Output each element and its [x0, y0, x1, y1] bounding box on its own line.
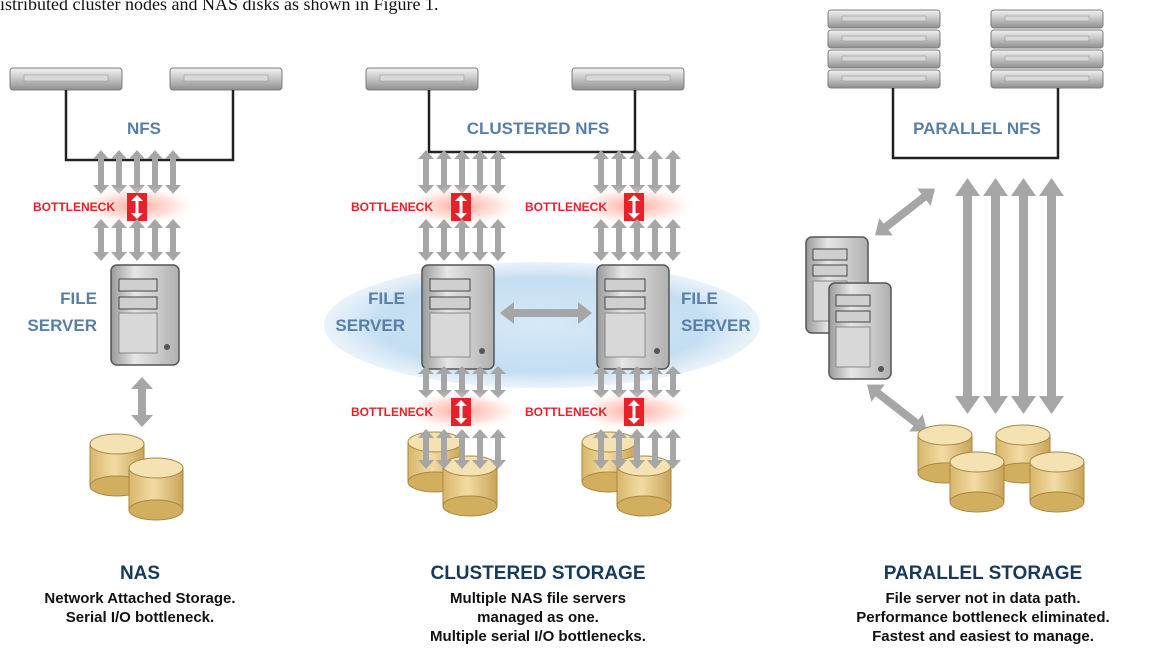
file-label: FILE	[60, 289, 97, 308]
rack-server-icon	[9, 67, 123, 91]
network-line	[427, 90, 637, 154]
parallel-data-arrows	[955, 178, 1064, 414]
nas-line-2: Serial I/O bottleneck.	[65, 609, 215, 626]
bottleneck-label: BOTTLENECK	[351, 405, 433, 419]
parallel-line-1: File server not in data path.	[885, 590, 1081, 607]
parallel-panel: PARALLEL NFS	[805, 9, 1104, 513]
clustered-panel: CLUSTERED NFS BOTTLENECK BOTTLENECK	[335, 67, 751, 517]
network-line	[891, 88, 1060, 160]
nas-line-1: Network Attached Storage.	[44, 590, 236, 607]
rack-server-icon	[827, 69, 941, 89]
server-label: SERVER	[681, 316, 751, 335]
server-label: SERVER	[27, 316, 97, 335]
rack-server-icon	[990, 29, 1104, 49]
file-label: FILE	[368, 289, 405, 308]
bottleneck-label: BOTTLENECK	[525, 200, 607, 214]
nas-panel: NFS BOTTLENECK FILE SERVER	[9, 67, 283, 521]
double-arrow-icon	[867, 384, 927, 432]
parallel-line-2: Performance bottleneck eliminated.	[856, 609, 1110, 626]
server-label: SERVER	[335, 316, 405, 335]
file-label: FILE	[681, 289, 718, 308]
nfs-label: NFS	[127, 119, 161, 138]
double-arrow-icon	[455, 400, 467, 424]
rack-server-icon	[827, 49, 941, 69]
parallel-caption: PARALLEL STORAGE File server not in data…	[818, 562, 1148, 646]
clustered-caption: CLUSTERED STORAGE Multiple NAS file serv…	[396, 562, 680, 646]
rack-server-icon	[827, 29, 941, 49]
rack-server-icon	[827, 9, 941, 29]
file-server-tower-icon	[828, 282, 892, 380]
bottleneck-label: BOTTLENECK	[33, 200, 115, 214]
double-arrow-icon	[131, 377, 153, 427]
intro-text: istributed cluster nodes and NAS disks a…	[0, 0, 439, 14]
double-arrow-icon	[628, 400, 640, 424]
disk-arrows	[418, 429, 681, 469]
bottleneck-label: BOTTLENECK	[525, 405, 607, 419]
rack-server-icon	[990, 69, 1104, 89]
parallel-line-3: Fastest and easiest to manage.	[872, 628, 1094, 645]
rack-server-icon	[990, 9, 1104, 29]
network-line	[64, 90, 235, 162]
parallel-title: PARALLEL STORAGE	[883, 563, 1083, 584]
double-arrow-icon	[628, 195, 640, 219]
server-arrows	[93, 219, 181, 261]
rack-server-icon	[169, 67, 283, 91]
disk-cylinder-icon	[616, 455, 672, 517]
clustered-title: CLUSTERED STORAGE	[430, 563, 646, 584]
nas-caption: NAS Network Attached Storage. Serial I/O…	[20, 562, 260, 627]
file-server-tower-icon	[596, 264, 670, 370]
clustered-line-3: Multiple serial I/O bottlenecks.	[430, 628, 646, 645]
file-server-tower-icon	[421, 264, 495, 370]
disk-cylinder-icon	[949, 451, 1005, 513]
server-arrows	[418, 219, 681, 261]
double-arrow-icon	[500, 302, 592, 324]
disk-cylinder-icon	[442, 455, 498, 517]
double-arrow-icon	[131, 195, 143, 219]
rack-server-icon	[990, 49, 1104, 69]
clustered-line-1: Multiple NAS file servers	[450, 590, 626, 607]
file-server-tower-icon	[110, 264, 180, 366]
double-arrow-icon	[875, 188, 935, 236]
parallel-nfs-label: PARALLEL NFS	[913, 119, 1041, 138]
disk-cylinder-icon	[128, 457, 184, 521]
nas-title: NAS	[119, 563, 161, 584]
rack-server-icon	[365, 67, 479, 91]
clustered-nfs-label: CLUSTERED NFS	[467, 119, 610, 138]
rack-server-icon	[571, 67, 685, 91]
double-arrow-icon	[455, 195, 467, 219]
disk-cylinder-icon	[1029, 451, 1085, 513]
bottleneck-label: BOTTLENECK	[351, 200, 433, 214]
clustered-line-2: managed as one.	[477, 609, 599, 626]
